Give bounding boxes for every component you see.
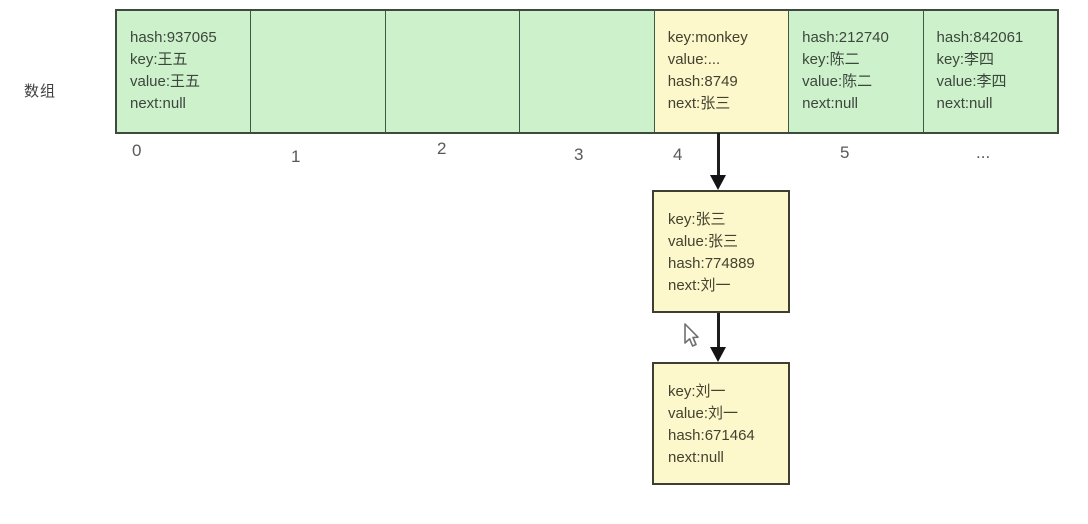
chain-node-liuyi: key:刘一 value:刘一 hash:671464 next:null: [652, 362, 790, 485]
node-line: hash:671464: [668, 427, 755, 444]
cell-line: next:null: [802, 95, 858, 112]
node-line: hash:774889: [668, 255, 755, 272]
cell-line: key:王五: [130, 51, 188, 68]
bucket-cell-1: [250, 11, 385, 132]
bucket-cell-4: key:monkey value:... hash:8749 next:张三: [653, 11, 789, 132]
bucket-cell-3: [519, 11, 654, 132]
cell-line: value:...: [667, 51, 721, 68]
cell-line: key:李四: [936, 51, 995, 68]
cell-line: value:李四: [936, 73, 1007, 90]
bucket-array: hash:937065 key:王五 value:王五 next:null ke…: [115, 9, 1059, 134]
arrow-down-icon: [710, 133, 726, 190]
node-line: key:刘一: [668, 383, 726, 400]
arrow-down-icon: [710, 313, 726, 362]
bucket-cell-5: hash:212740 key:陈二 value:陈二 next:null: [788, 11, 923, 132]
bucket-cell-more: hash:842061 key:李四 value:李四 next:null: [922, 11, 1057, 132]
node-line: next:刘一: [668, 277, 731, 294]
cell-line: next:null: [936, 95, 993, 112]
cell-line: value:王五: [130, 73, 201, 90]
node-line: value:张三: [668, 233, 739, 250]
chain-node-zhangsan: key:张三 value:张三 hash:774889 next:刘一: [652, 190, 790, 313]
node-line: next:null: [668, 449, 724, 466]
node-line: key:张三: [668, 211, 726, 228]
cell-line: hash:8749: [667, 73, 738, 90]
index-label-2: 2: [437, 139, 447, 158]
index-label-1: 1: [291, 147, 301, 166]
cell-line: key:陈二: [802, 51, 860, 68]
index-label-5: 5: [840, 143, 850, 162]
cell-line: value:陈二: [802, 73, 873, 90]
cell-line: next:null: [130, 95, 186, 112]
cell-line: hash:937065: [130, 29, 217, 46]
index-label-0: 0: [132, 141, 142, 160]
cell-line: key:monkey: [667, 29, 748, 46]
array-label: 数组: [24, 83, 57, 100]
node-line: value:刘一: [668, 405, 739, 422]
bucket-cell-0: hash:937065 key:王五 value:王五 next:null: [117, 11, 251, 132]
mouse-pointer-icon: [684, 323, 699, 347]
bucket-cell-2: [384, 11, 520, 132]
index-label-4: 4: [673, 145, 683, 164]
index-label-3: 3: [574, 145, 584, 164]
cell-line: next:张三: [667, 95, 731, 112]
cell-line: hash:212740: [802, 29, 889, 46]
index-label-more: ...: [976, 143, 991, 162]
cell-line: hash:842061: [936, 29, 1024, 46]
